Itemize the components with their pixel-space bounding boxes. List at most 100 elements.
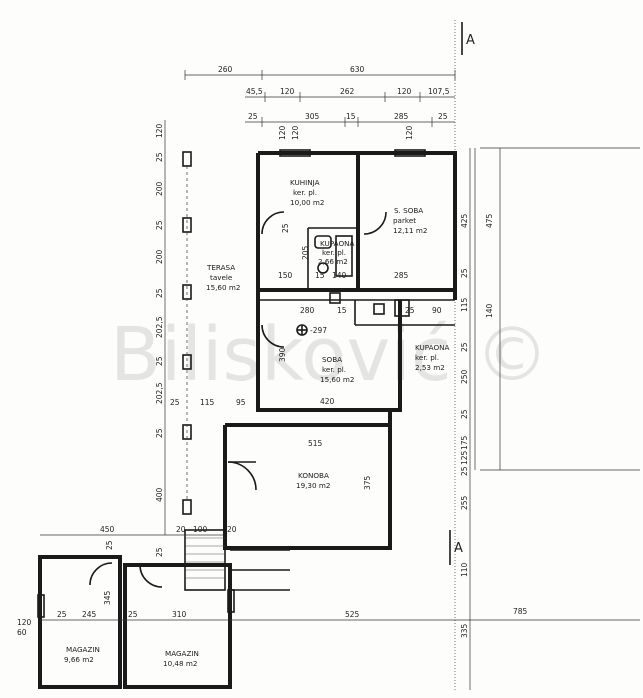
svg-text:450: 450 xyxy=(100,525,115,534)
svg-text:15,60 m2: 15,60 m2 xyxy=(320,375,354,384)
konoba-walls xyxy=(223,410,392,550)
svg-text:15: 15 xyxy=(315,271,325,280)
bathroom-fixtures xyxy=(314,235,410,317)
svg-text:245: 245 xyxy=(82,610,97,619)
svg-text:785: 785 xyxy=(513,607,528,616)
svg-text:ker. pl.: ker. pl. xyxy=(415,353,439,362)
svg-text:25: 25 xyxy=(460,342,469,352)
svg-text:125: 125 xyxy=(460,450,469,465)
svg-text:9,66 m2: 9,66 m2 xyxy=(64,655,94,664)
room-konoba: KONOBA 19,30 m2 xyxy=(296,471,330,490)
svg-text:115: 115 xyxy=(200,398,215,407)
svg-text:25: 25 xyxy=(281,223,290,233)
svg-text:120: 120 xyxy=(291,125,300,140)
svg-text:400: 400 xyxy=(155,487,164,502)
svg-text:375: 375 xyxy=(363,475,372,490)
svg-text:25: 25 xyxy=(155,356,164,366)
svg-text:10,48 m2: 10,48 m2 xyxy=(163,659,197,668)
svg-text:A: A xyxy=(466,33,475,48)
room-s-soba: S. SOBA parket 12,11 m2 xyxy=(393,206,427,235)
room-kupaona-2: KUPAONA ker. pl. 2,53 m2 xyxy=(415,343,449,372)
svg-text:202,5: 202,5 xyxy=(155,316,164,338)
svg-text:475: 475 xyxy=(485,213,494,228)
svg-text:202,5: 202,5 xyxy=(155,382,164,404)
svg-text:20: 20 xyxy=(176,525,186,534)
svg-text:630: 630 xyxy=(350,65,365,74)
svg-text:TERASA: TERASA xyxy=(206,263,235,272)
svg-text:310: 310 xyxy=(172,610,187,619)
terrace-columns xyxy=(182,151,192,515)
svg-text:25: 25 xyxy=(57,610,67,619)
svg-text:25: 25 xyxy=(128,610,138,619)
room-magazin-2: MAGAZIN 10,48 m2 xyxy=(163,649,199,668)
interior-dimensions: 25 205 15 140 285 150 280 15 25 90 390 2… xyxy=(170,223,442,490)
svg-text:15: 15 xyxy=(337,306,347,315)
svg-text:120: 120 xyxy=(155,123,164,138)
svg-text:25: 25 xyxy=(248,112,258,121)
svg-text:285: 285 xyxy=(394,112,409,121)
svg-text:120: 120 xyxy=(405,125,414,140)
svg-text:90: 90 xyxy=(432,306,442,315)
svg-text:100: 100 xyxy=(193,525,208,534)
svg-text:107,5: 107,5 xyxy=(428,87,450,96)
svg-text:2,53 m2: 2,53 m2 xyxy=(415,363,445,372)
svg-text:390: 390 xyxy=(278,347,287,362)
svg-text:255: 255 xyxy=(460,495,469,510)
svg-text:SOBA: SOBA xyxy=(322,355,342,364)
svg-text:285: 285 xyxy=(394,271,409,280)
svg-text:12,11 m2: 12,11 m2 xyxy=(393,226,427,235)
svg-text:120: 120 xyxy=(278,125,287,140)
svg-text:25: 25 xyxy=(170,398,180,407)
svg-text:150: 150 xyxy=(278,271,293,280)
svg-text:A: A xyxy=(454,541,463,556)
svg-text:515: 515 xyxy=(308,439,323,448)
svg-text:305: 305 xyxy=(305,112,320,121)
svg-text:175: 175 xyxy=(460,435,469,450)
svg-text:115: 115 xyxy=(460,297,469,312)
svg-text:2,66 m2: 2,66 m2 xyxy=(318,257,348,266)
site-boundary xyxy=(454,20,640,690)
svg-text:25: 25 xyxy=(105,540,114,550)
svg-text:260: 260 xyxy=(218,65,233,74)
svg-text:140: 140 xyxy=(332,271,347,280)
svg-text:250: 250 xyxy=(460,369,469,384)
svg-text:425: 425 xyxy=(460,213,469,228)
svg-text:25: 25 xyxy=(460,466,469,476)
svg-text:S. SOBA: S. SOBA xyxy=(394,206,423,215)
svg-text:25: 25 xyxy=(155,220,164,230)
svg-text:25: 25 xyxy=(155,428,164,438)
svg-text:KUPAONA: KUPAONA xyxy=(415,343,449,352)
svg-text:200: 200 xyxy=(155,181,164,196)
svg-text:10,00 m2: 10,00 m2 xyxy=(290,198,324,207)
staircase xyxy=(184,529,290,591)
room-kupaona-1: KUPAONA ker. pl. 2,66 m2 xyxy=(318,239,354,266)
svg-text:ker. pl.: ker. pl. xyxy=(322,248,346,257)
svg-text:205: 205 xyxy=(301,245,310,260)
svg-text:420: 420 xyxy=(320,397,335,406)
svg-text:19,30 m2: 19,30 m2 xyxy=(296,481,330,490)
svg-text:200: 200 xyxy=(155,249,164,264)
level-marker: -297 xyxy=(296,324,327,336)
svg-text:ker. pl.: ker. pl. xyxy=(322,365,346,374)
svg-text:120: 120 xyxy=(280,87,295,96)
svg-text:25: 25 xyxy=(155,152,164,162)
room-kuhinja: KUHINJA ker. pl. 10,00 m2 xyxy=(290,178,324,207)
svg-text:262: 262 xyxy=(340,87,355,96)
svg-text:525: 525 xyxy=(345,610,360,619)
storage-rooms xyxy=(37,555,235,689)
svg-text:95: 95 xyxy=(236,398,246,407)
svg-text:25: 25 xyxy=(155,547,164,557)
right-dimensions: 475 425 25 115 140 25 250 25 175 125 25 … xyxy=(460,148,494,690)
top-dimensions: 260 630 45,5 120 262 120 107,5 25 305 15… xyxy=(184,65,456,140)
svg-text:parket: parket xyxy=(393,216,416,225)
upper-floor-walls xyxy=(256,149,457,412)
svg-text:15: 15 xyxy=(346,112,356,121)
svg-text:tavele: tavele xyxy=(210,273,233,282)
room-terasa: TERASA tavele 15,60 m2 xyxy=(206,263,240,292)
svg-text:ker. pl.: ker. pl. xyxy=(293,188,317,197)
svg-text:335: 335 xyxy=(460,623,469,638)
svg-text:60: 60 xyxy=(17,628,27,637)
section-marker-bottom: A xyxy=(449,530,463,565)
